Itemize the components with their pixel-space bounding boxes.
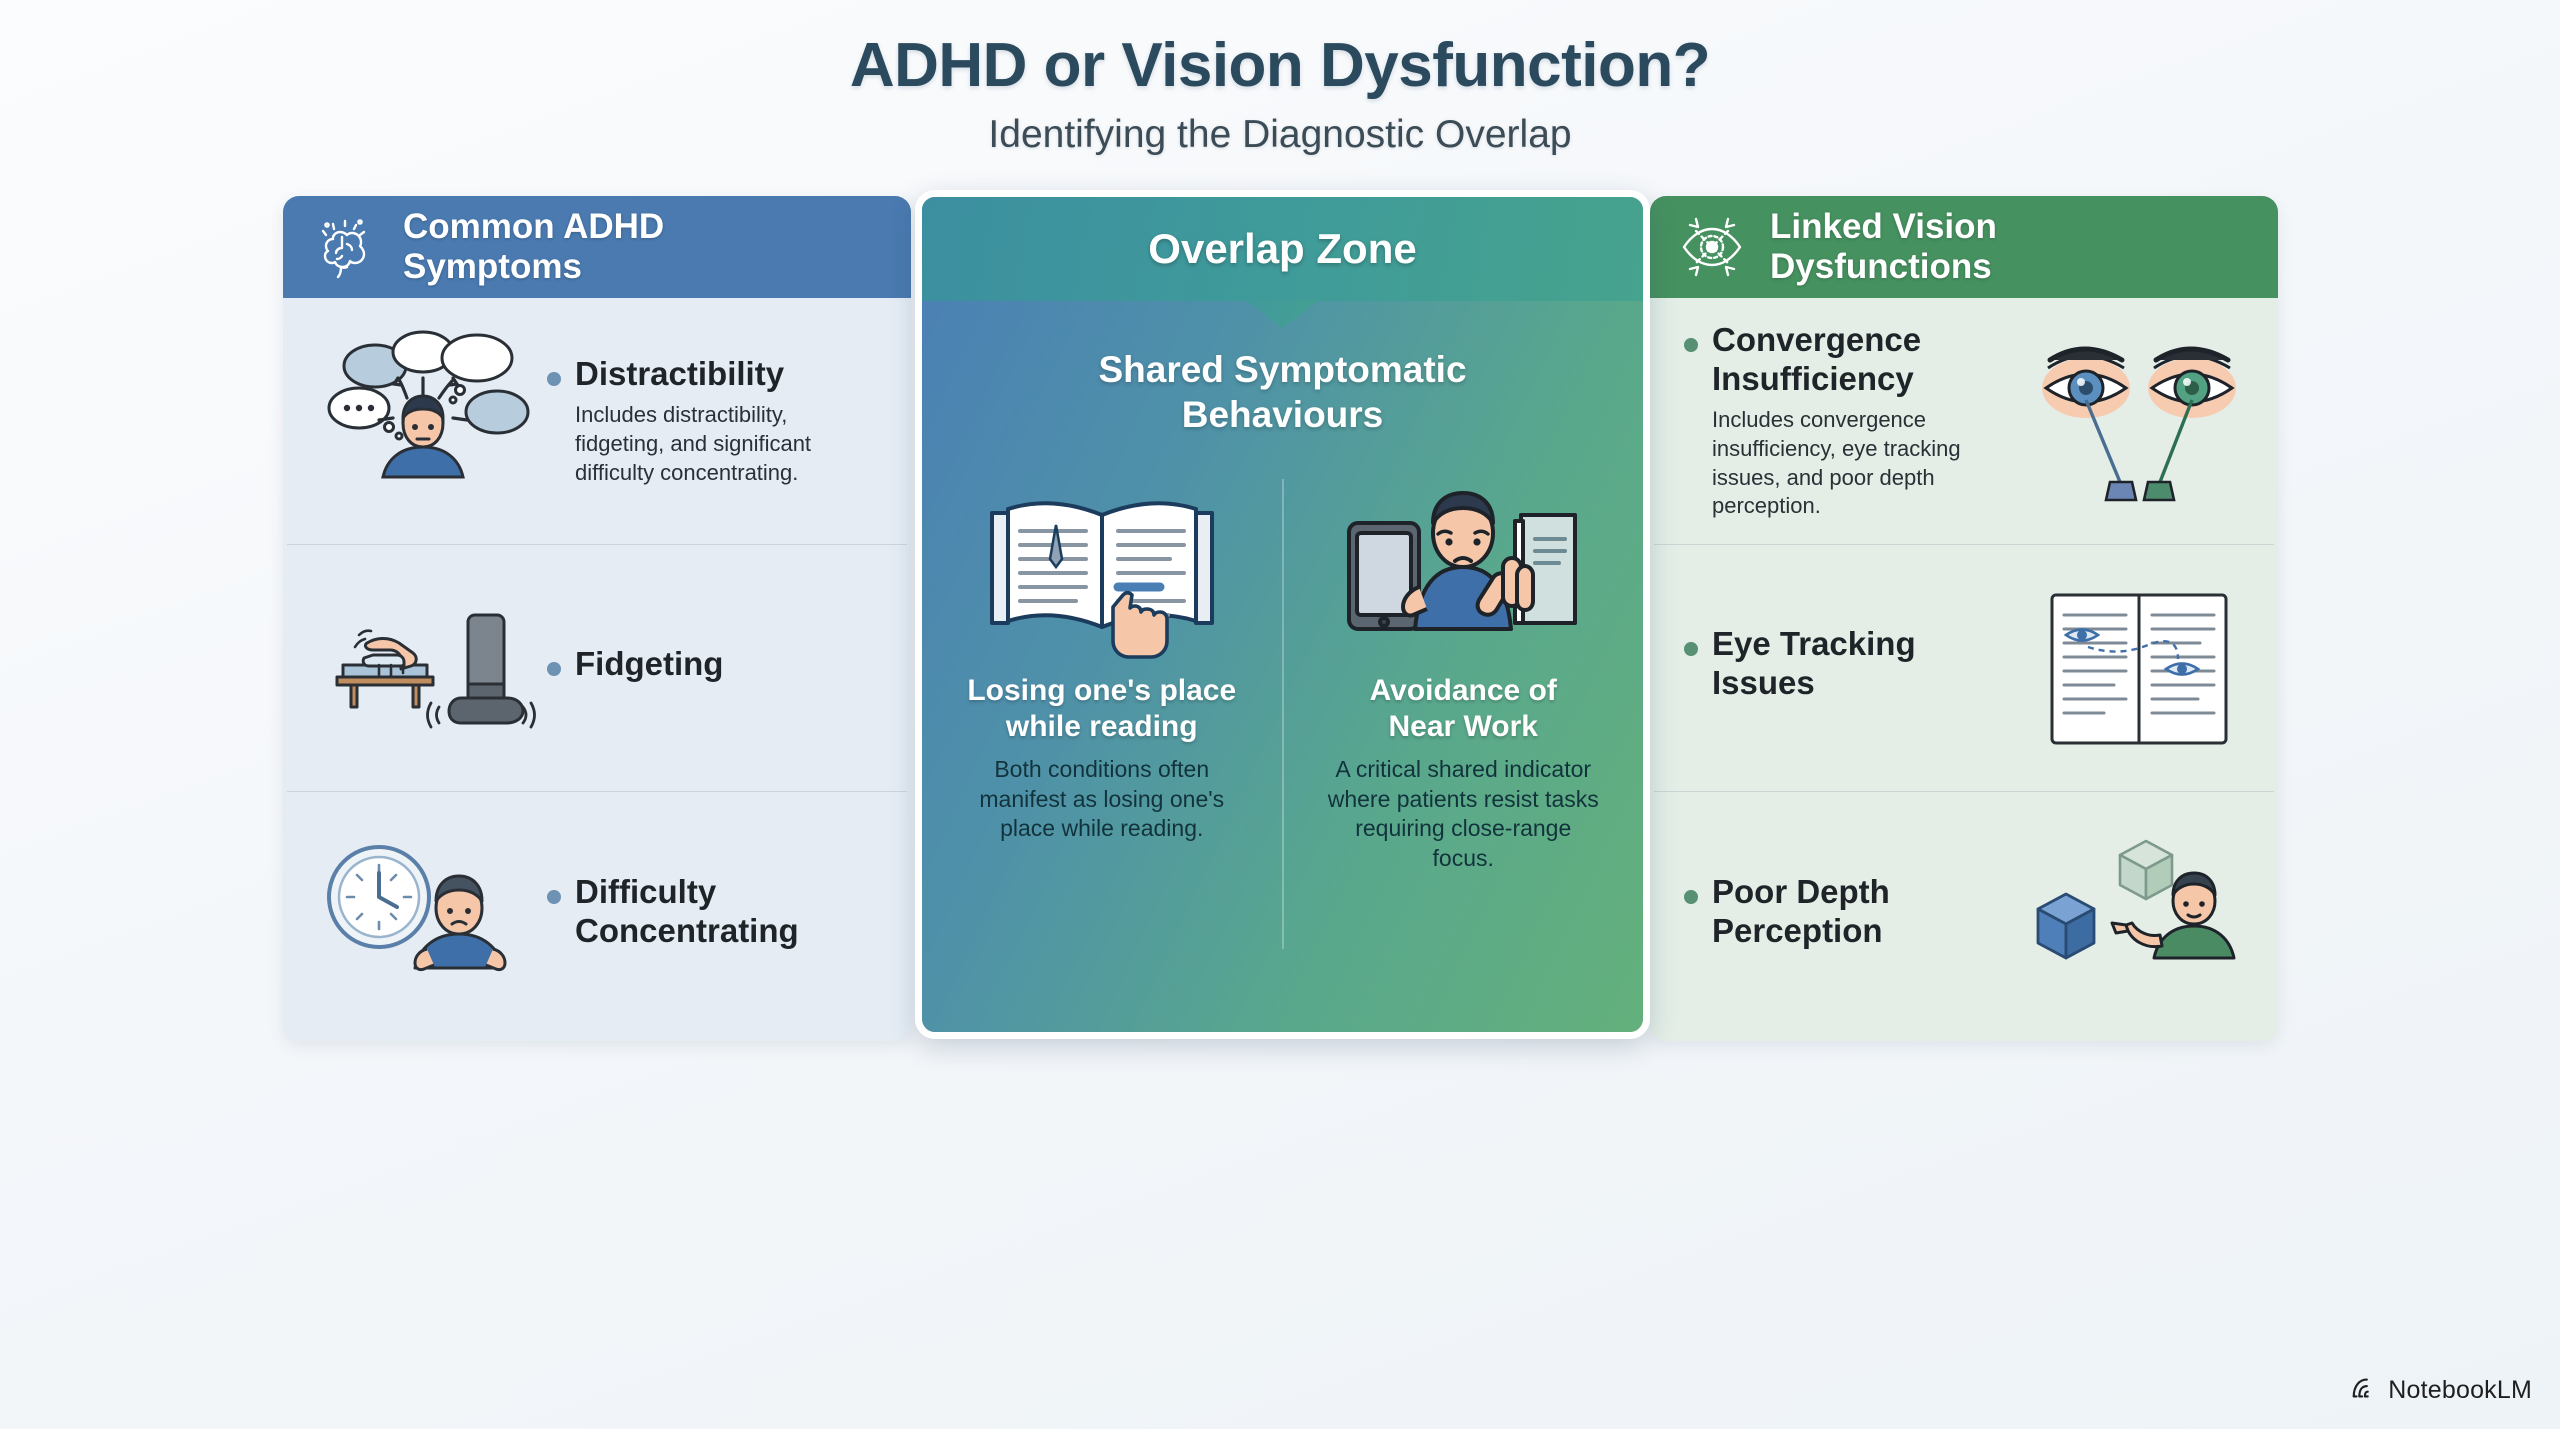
adhd-panel-header: Common ADHD Symptoms xyxy=(283,196,911,298)
bullet-icon xyxy=(547,661,561,676)
list-item-title: Convergence Insufficiency xyxy=(1712,321,1922,397)
overlap-zone-columns: Losing one's place while reading Both co… xyxy=(922,479,1644,950)
list-item-text: Eye Tracking Issues xyxy=(1674,625,2024,710)
cubes-and-person-pointing-illustration xyxy=(2024,821,2254,1011)
text-page-with-eye-scan-path-illustration xyxy=(2024,573,2254,763)
person-refusing-tablet-and-book-illustration xyxy=(1333,479,1593,659)
bullet-icon xyxy=(1684,642,1698,657)
bullet-icon xyxy=(547,889,561,904)
overlap-column-description: A critical shared indicator where patien… xyxy=(1327,756,1599,871)
list-item[interactable]: Fidgeting xyxy=(287,545,907,792)
overlap-column[interactable]: Losing one's place while reading Both co… xyxy=(922,479,1284,950)
eye-with-arrows-icon xyxy=(1676,211,1748,283)
vision-dysfunctions-panel: Linked Vision Dysfunctions Convergence I… xyxy=(1650,196,2278,1041)
adhd-panel-title: Common ADHD Symptoms xyxy=(403,207,665,286)
header-notch-shape xyxy=(1245,300,1320,328)
overlap-zone-subtitle: Shared Symptomatic Behaviours xyxy=(1098,349,1467,436)
list-item-text: Poor Depth Perception xyxy=(1674,873,2024,958)
bullet-icon xyxy=(1684,338,1698,353)
list-item-title: Distractibility xyxy=(575,354,785,392)
overlap-zone-header: Overlap Zone xyxy=(922,197,1643,328)
adhd-symptoms-panel: Common ADHD Symptoms xyxy=(283,196,911,1041)
list-item-title: Difficulty Concentrating xyxy=(575,872,799,949)
list-item-title: Fidgeting xyxy=(575,644,724,682)
overlap-column-title: Losing one's place while reading xyxy=(967,674,1237,744)
list-item-text: Convergence Insufficiency Includes conve… xyxy=(1674,321,2024,521)
list-item-text: Distractibility Includes distractibility… xyxy=(537,355,887,487)
notebooklm-spiral-icon xyxy=(2350,1374,2378,1407)
list-item[interactable]: Eye Tracking Issues xyxy=(1654,545,2274,792)
two-eyes-with-convergence-lines-illustration xyxy=(2024,326,2254,516)
list-item-title: Poor Depth Perception xyxy=(1712,872,1890,949)
tapping-hand-and-foot-illustration xyxy=(307,573,537,763)
columns-band: Common ADHD Symptoms xyxy=(283,196,2278,1041)
clock-and-frustrated-person-illustration xyxy=(307,821,537,1011)
overlap-zone-title: Overlap Zone xyxy=(1148,225,1417,272)
list-item[interactable]: Difficulty Concentrating xyxy=(287,792,907,1039)
bullet-icon xyxy=(547,371,561,386)
overlap-zone-panel: Overlap Zone Shared Symptomatic Behaviou… xyxy=(915,190,1650,1039)
vision-panel-header: Linked Vision Dysfunctions xyxy=(1650,196,2278,298)
list-item[interactable]: Convergence Insufficiency Includes conve… xyxy=(1654,298,2274,545)
vision-panel-title: Linked Vision Dysfunctions xyxy=(1770,207,1997,286)
list-item-text: Difficulty Concentrating xyxy=(537,873,887,958)
vision-dysfunction-list: Convergence Insufficiency Includes conve… xyxy=(1650,298,2278,1039)
list-item-text: Fidgeting xyxy=(537,645,887,692)
list-item[interactable]: Poor Depth Perception xyxy=(1654,792,2274,1039)
page-subtitle: Identifying the Diagnostic Overlap xyxy=(988,113,1572,157)
overlap-column-description: Both conditions often manifest as losing… xyxy=(979,756,1225,842)
bullet-icon xyxy=(1684,889,1698,904)
list-item-description: Includes convergence insufficiency, eye … xyxy=(1712,407,1961,519)
adhd-symptom-list: Distractibility Includes distractibility… xyxy=(283,298,911,1039)
list-item-title: Eye Tracking Issues xyxy=(1712,625,1916,701)
overlap-column[interactable]: Avoidance of Near Work A critical shared… xyxy=(1284,479,1644,949)
notebooklm-watermark: NotebookLM xyxy=(2350,1374,2532,1407)
page-title-block: ADHD or Vision Dysfunction? Identifying … xyxy=(0,30,2560,157)
notebooklm-label: NotebookLM xyxy=(2388,1376,2532,1404)
page-title: ADHD or Vision Dysfunction? xyxy=(849,31,1711,100)
brain-icon xyxy=(309,211,381,283)
person-with-thought-bubbles-illustration xyxy=(307,326,537,516)
list-item[interactable]: Distractibility Includes distractibility… xyxy=(287,298,907,545)
open-book-with-pointing-finger-illustration xyxy=(972,479,1232,660)
list-item-description: Includes distractibility, fidgeting, and… xyxy=(575,402,812,485)
overlap-column-title: Avoidance of Near Work xyxy=(1369,674,1557,744)
